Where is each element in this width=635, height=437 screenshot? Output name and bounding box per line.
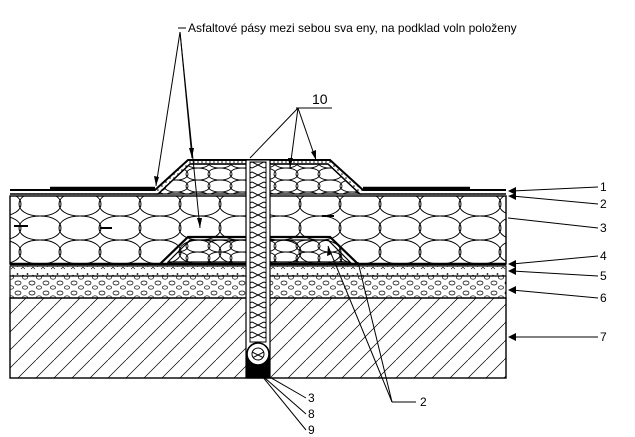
caption-arrow-1 bbox=[155, 31, 181, 187]
callout-4-label: 4 bbox=[600, 249, 607, 263]
joint-filler-rope bbox=[249, 161, 267, 343]
arrowhead bbox=[311, 150, 316, 160]
callout-3: 3 bbox=[507, 217, 607, 235]
callout-bottom-3: 3 bbox=[253, 367, 315, 405]
callout-7-label: 7 bbox=[600, 330, 607, 344]
callout-7: 7 bbox=[508, 330, 607, 344]
callout-1: 1 bbox=[508, 180, 607, 195]
arrowhead bbox=[288, 158, 293, 168]
callout-1-label: 1 bbox=[600, 180, 607, 194]
callout-10-arrow-c bbox=[249, 107, 299, 159]
caption-arrow-3 bbox=[179, 31, 201, 229]
backer-rod-inner bbox=[251, 347, 265, 361]
top-dotted-strip bbox=[10, 190, 155, 194]
callout-3-label: 3 bbox=[600, 221, 607, 235]
callout-bottom-8-label: 8 bbox=[308, 407, 315, 421]
arrowhead bbox=[197, 218, 202, 228]
callout-bottom-9-label: 9 bbox=[308, 423, 315, 437]
callout-6: 6 bbox=[508, 286, 607, 305]
callout-4: 4 bbox=[508, 249, 607, 268]
callout-10-label: 10 bbox=[312, 91, 328, 107]
callout-2-label: 2 bbox=[600, 197, 607, 211]
callout-5: 5 bbox=[508, 267, 607, 283]
arrowhead bbox=[189, 148, 194, 158]
arrowhead bbox=[154, 176, 159, 186]
callout-bottom-9: 9 bbox=[261, 375, 315, 437]
caption-text: Asfaltové pásy mezi sebou sva eny, na po… bbox=[188, 21, 517, 35]
callout-6-label: 6 bbox=[600, 291, 607, 305]
callout-bottom-2: 2 bbox=[327, 245, 427, 409]
top-dotted-strip-right bbox=[363, 190, 506, 194]
callout-bottom-3-label: 3 bbox=[308, 391, 315, 405]
callout-bottom-2-label: 2 bbox=[420, 395, 427, 409]
callout-5-label: 5 bbox=[600, 269, 607, 283]
callout-2: 2 bbox=[508, 193, 607, 211]
callout-bottom-8: 8 bbox=[257, 371, 315, 421]
